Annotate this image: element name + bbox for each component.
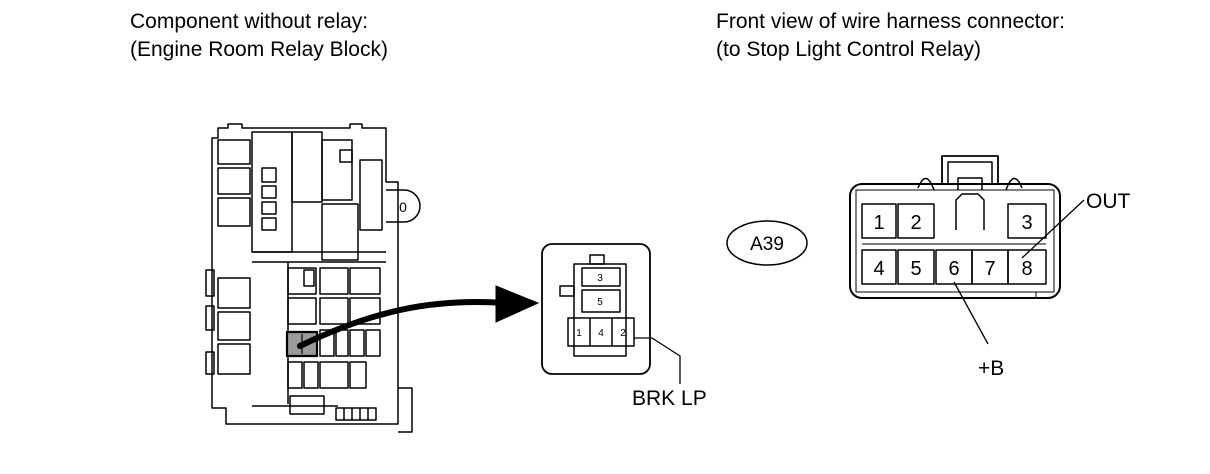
out-label: OUT <box>1086 190 1131 213</box>
connector-caption: Front view of wire harness connector: (t… <box>716 8 1065 64</box>
connector-pin-number: 7 <box>984 258 995 280</box>
connector-caption-line2: (to Stop Light Control Relay) <box>716 38 981 61</box>
socket-pin-label: 5 <box>597 297 603 308</box>
plus-b-label: +B <box>978 357 1004 380</box>
b-leader-line <box>953 281 989 345</box>
socket-pin-label: 3 <box>597 273 603 284</box>
relay-block-caption-line2: (Engine Room Relay Block) <box>130 38 388 61</box>
engine-room-relay-block <box>205 123 421 433</box>
connector-pin-number: 5 <box>910 258 921 280</box>
connector-code-label: A39 <box>750 234 784 255</box>
connector-pin-number: 8 <box>1021 258 1032 280</box>
relay-block-side-mark: 0 <box>399 199 407 215</box>
brk-lp-label: BRK LP <box>632 387 707 410</box>
connector-pin-number: 6 <box>948 258 959 280</box>
connector-pin-number: 1 <box>873 212 884 234</box>
out-leader-line <box>1021 199 1085 259</box>
relay-block-caption: Component without relay: (Engine Room Re… <box>130 8 388 64</box>
connector-pin-number: 4 <box>873 258 884 280</box>
socket-detail <box>541 243 681 384</box>
pointer-arrow <box>297 285 540 349</box>
wire-harness-connector <box>849 155 1085 345</box>
socket-pin-label: 4 <box>598 328 604 339</box>
connector-pin-number: 2 <box>910 212 921 234</box>
connector-code-ellipse <box>726 220 808 266</box>
relay-block-caption-line1: Component without relay: <box>130 10 369 33</box>
socket-pin-label: 2 <box>620 328 626 339</box>
connector-pin-number: 3 <box>1021 212 1032 234</box>
socket-pin-label: 1 <box>576 328 582 339</box>
connector-caption-line1: Front view of wire harness connector: <box>716 10 1065 33</box>
